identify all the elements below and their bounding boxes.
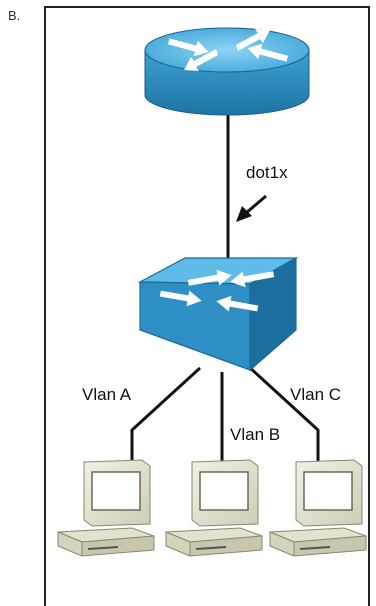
dot1x-label: dot1x — [246, 163, 288, 182]
pc-b-icon — [165, 459, 263, 557]
pc-a-icon — [57, 459, 155, 557]
vlan-a-label: Vlan A — [82, 385, 132, 404]
vlan-c-line — [246, 364, 320, 462]
router-icon — [144, 27, 310, 116]
pc-c-icon — [269, 459, 367, 557]
diagram-frame — [44, 6, 370, 606]
vlan-a-line — [130, 366, 202, 462]
vlan-b-label: Vlan B — [230, 425, 280, 444]
vlan-c-label: Vlan C — [290, 385, 341, 404]
option-label: B. — [8, 8, 21, 23]
switch-body — [137, 256, 299, 372]
dot1x-pointer-arrow — [236, 194, 267, 222]
